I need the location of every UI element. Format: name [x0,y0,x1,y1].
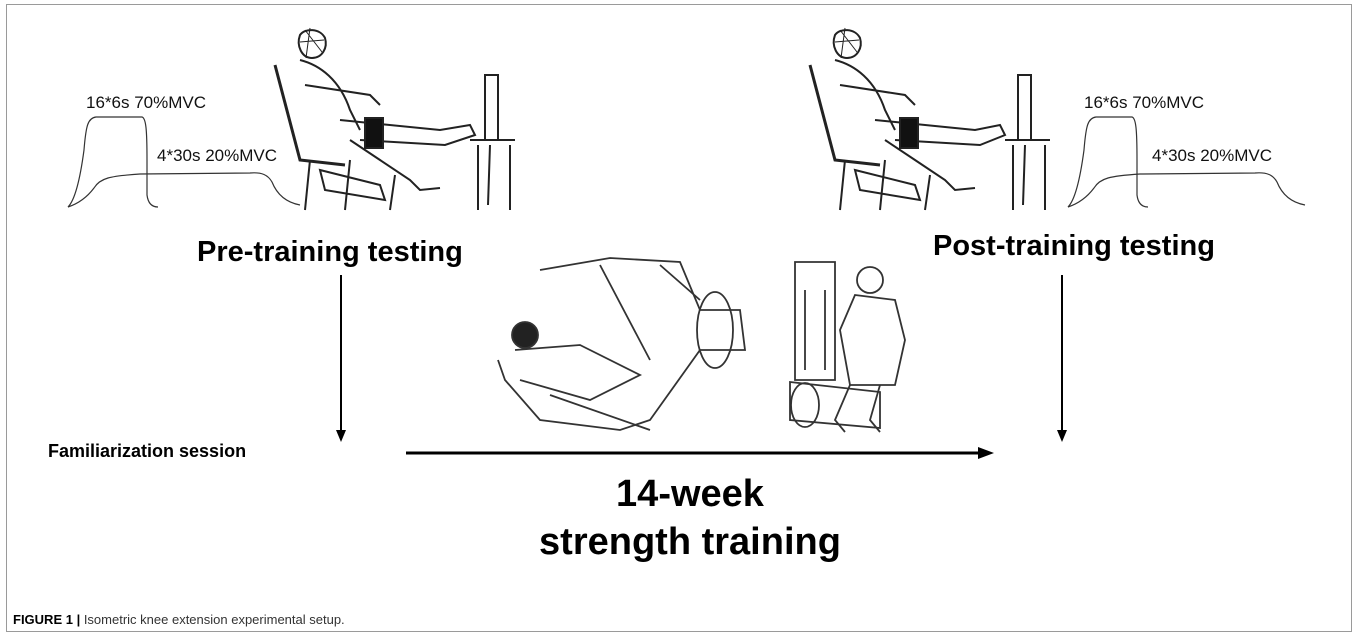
pre-force-trace [67,116,301,208]
pre-protocol-2: 4*30s 20%MVC [157,146,278,165]
post-dynamometer-illustration [808,27,1050,211]
leg-press-illustration [497,257,747,431]
leg-extension-illustration [789,261,906,433]
post-force-trace [1067,116,1306,208]
timeline-arrow [406,447,994,459]
familiarization-label: Familiarization session [48,441,247,461]
pre-dynamometer-illustration [273,27,515,211]
pre-protocol-1: 16*6s 70%MVC [86,93,207,112]
figure-caption: FIGURE 1 | Isometric knee extension expe… [13,612,345,627]
caption-text: Isometric knee extension experimental se… [80,612,345,627]
pre-down-arrow [336,275,346,442]
post-protocol-1: 16*6s 70%MVC [1084,93,1205,112]
caption-label: FIGURE 1 | [13,612,81,627]
post-down-arrow [1057,275,1067,442]
figure-frame [6,4,1352,632]
post-training-title: Post-training testing [933,230,1215,262]
post-protocol-2: 4*30s 20%MVC [1152,146,1273,165]
training-label: 14-week strength training [500,470,880,566]
training-line-1: 14-week [616,473,764,515]
pre-training-title: Pre-training testing [197,236,463,268]
training-line-2: strength training [539,521,841,563]
